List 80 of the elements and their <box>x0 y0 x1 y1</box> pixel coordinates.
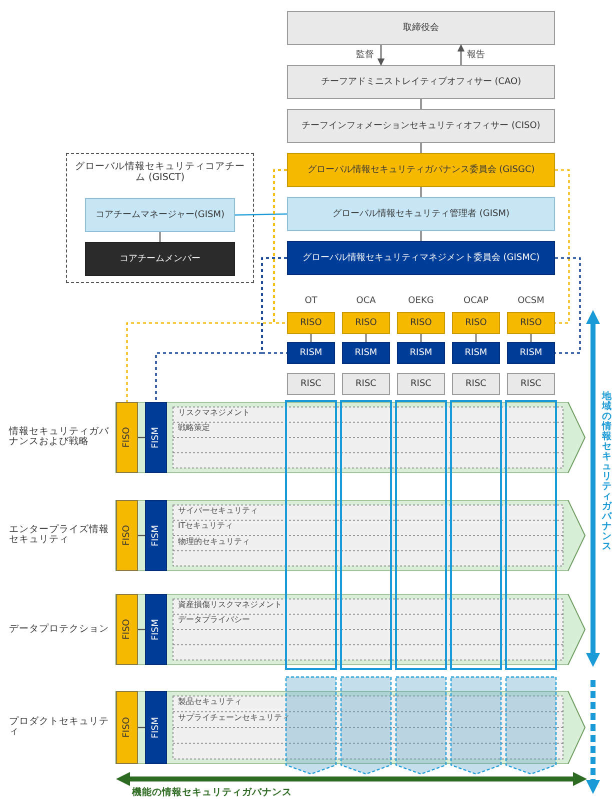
connector-line <box>530 334 532 342</box>
band-heading: 情報セキュリティガバナンスおよび戦略 <box>9 426 110 448</box>
committee-box: RISO <box>342 312 390 334</box>
task-label: サイバーセキュリティ <box>178 506 258 516</box>
org-box: チーフインフォメーションセキュリティオフィサー (CISO) <box>287 109 555 143</box>
swimlane-band <box>8 691 588 764</box>
committee-box: RISO <box>397 312 445 334</box>
arrow <box>457 44 465 65</box>
org-box: RISC <box>507 373 555 395</box>
role-box: FISM <box>145 594 167 665</box>
region-label: OCA <box>355 296 377 306</box>
role-box: FISO <box>116 691 138 764</box>
connector-line <box>138 534 145 536</box>
connector-line <box>159 232 161 242</box>
committee-box: RISM <box>452 342 500 364</box>
org-box: RISC <box>397 373 445 395</box>
connector-line <box>420 334 422 342</box>
dotted-connector <box>273 169 287 324</box>
swimlane-band <box>8 500 588 571</box>
role-box: FISO <box>116 594 138 665</box>
connector-line <box>420 143 422 153</box>
committee-box: RISM <box>397 342 445 364</box>
committee-box: RISM <box>342 342 390 364</box>
committee-box: RISM <box>507 342 555 364</box>
dotted-connector <box>555 169 570 324</box>
arrow <box>377 45 385 66</box>
connector-line <box>138 628 145 630</box>
band-heading: データプロテクション <box>9 624 110 635</box>
org-box: RISC <box>452 373 500 395</box>
manager-box: コアチームマネージャー(GISM) <box>85 198 235 232</box>
org-box: RISC <box>342 373 390 395</box>
task-label: ITセキュリティ <box>178 521 234 530</box>
dotted-connector <box>261 257 287 354</box>
org-box: 取締役会 <box>287 11 555 45</box>
connector-line <box>138 726 145 728</box>
task-label: サプライチェーンセキュリティ <box>178 712 290 722</box>
committee-box: RISM <box>287 342 335 364</box>
org-box: チーフアドミニストレイティブオフィサー (CAO) <box>287 65 555 99</box>
connector-line <box>420 187 422 197</box>
connector-line <box>420 231 422 241</box>
committee-box: グローバル情報セキュリティガバナンス委員会 (GISGC) <box>287 153 555 187</box>
region-label: OCSM <box>516 296 546 306</box>
band-heading: エンタープライズ情報セキュリティ <box>9 524 110 546</box>
committee-box: RISO <box>452 312 500 334</box>
task-label: 戦略策定 <box>178 423 210 432</box>
member-box: コアチームメンバー <box>85 242 235 276</box>
edge-label: 監督 <box>356 48 374 61</box>
region-label: OEKG <box>407 296 435 306</box>
org-box: RISC <box>287 373 335 395</box>
task-label: 製品セキュリティ <box>178 697 242 706</box>
connector-line <box>310 334 312 342</box>
group-title: グローバル情報セキュリティコアチーム (GISCT) <box>74 162 246 184</box>
band-heading: プロダクトセキュリティ <box>9 716 110 738</box>
arrow-label: 機能の情報セキュリティガバナンス <box>132 786 292 799</box>
role-box: FISM <box>145 402 167 473</box>
swimlane-band <box>8 594 588 665</box>
role-box: FISO <box>116 500 138 571</box>
committee-box: RISO <box>287 312 335 334</box>
role-box: FISM <box>145 691 167 764</box>
group-frame <box>66 153 254 283</box>
role-box: FISO <box>116 402 138 473</box>
connector-line <box>420 99 422 109</box>
task-label: リスクマネジメント <box>178 408 250 418</box>
swimlane-band <box>8 402 588 473</box>
task-label: データプライバシー <box>178 615 250 624</box>
role-box: FISM <box>145 500 167 571</box>
manager-box: グローバル情報セキュリティ管理者 (GISM) <box>287 197 555 231</box>
connector-line <box>365 334 367 342</box>
edge-label: 報告 <box>467 48 485 61</box>
connector-line <box>475 334 477 342</box>
connector-line <box>138 436 145 438</box>
connector-line <box>234 213 288 216</box>
region-label: OT <box>304 296 318 306</box>
committee-box: RISO <box>507 312 555 334</box>
dotted-connector <box>555 257 581 354</box>
committee-box: グローバル情報セキュリティマネジメント委員会 (GISMC) <box>287 241 555 275</box>
region-label: OCAP <box>462 296 490 306</box>
task-label: 資産損傷リスクマネジメント <box>178 600 282 610</box>
arrow-label: 地域の情報セキュリティガバナンス <box>602 392 612 552</box>
task-label: 物理的セキュリティ <box>178 536 250 546</box>
